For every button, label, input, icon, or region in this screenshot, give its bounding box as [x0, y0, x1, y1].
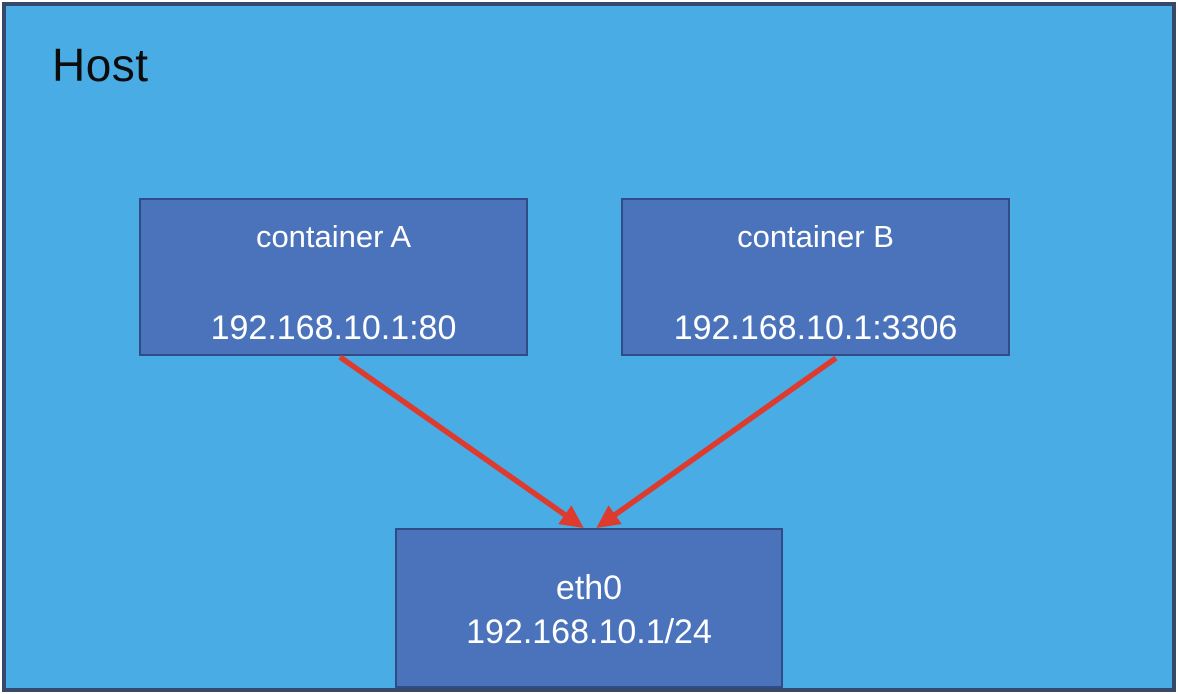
arrow-container-b-to-eth0	[596, 355, 838, 529]
node-eth0: eth0 192.168.10.1/24	[395, 528, 783, 688]
container-b-address: 192.168.10.1:3306	[673, 309, 958, 347]
arrow-container-a-to-eth0	[338, 354, 584, 528]
node-container-a: container A 192.168.10.1:80	[139, 198, 528, 356]
container-a-address: 192.168.10.1:80	[210, 309, 457, 347]
container-b-title: container B	[737, 219, 894, 254]
host-label: Host	[52, 39, 149, 91]
node-container-b: container B 192.168.10.1:3306	[621, 198, 1010, 356]
eth0-title: eth0	[555, 569, 623, 607]
container-a-title: container A	[255, 219, 412, 254]
eth0-address: 192.168.10.1/24	[466, 613, 712, 651]
